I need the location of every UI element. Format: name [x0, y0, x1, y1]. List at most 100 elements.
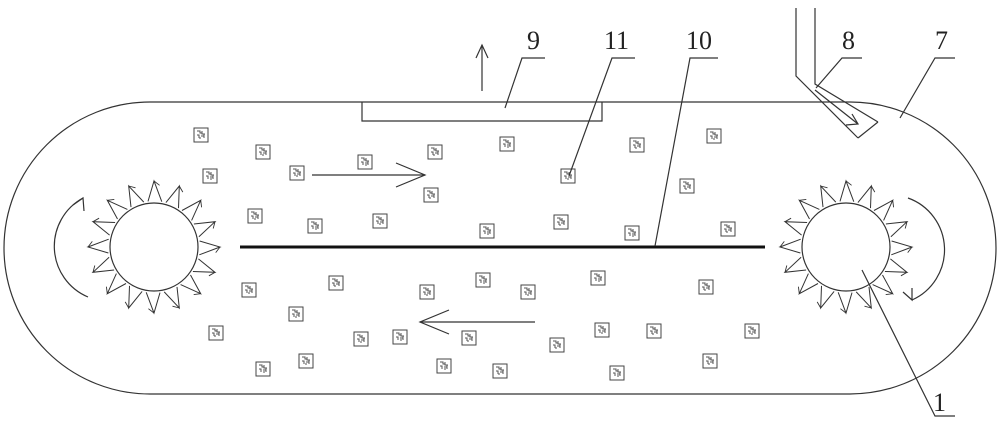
particle — [698, 279, 714, 295]
flow-arrow-right — [312, 162, 427, 188]
sprocket-tooth-hatch — [820, 185, 828, 189]
sprocket-tooth — [855, 286, 872, 310]
leader-7 — [899, 57, 955, 119]
sprocket-tooth-hatch — [148, 308, 155, 314]
sprocket-tooth-hatch — [92, 265, 96, 273]
particle — [492, 363, 508, 379]
particle — [298, 353, 314, 369]
sprocket-tooth — [193, 221, 217, 238]
particle — [706, 128, 722, 144]
vessel-outline — [3, 101, 997, 395]
sprocket-tooth — [128, 184, 145, 208]
sprocket-tooth-hatch — [904, 221, 908, 229]
sprocket-tooth-hatch — [92, 217, 100, 223]
leader-9 — [504, 57, 545, 109]
particle — [372, 213, 388, 229]
sprocket-tooth-hatch — [799, 198, 807, 201]
sprocket-tooth — [783, 256, 807, 273]
sprocket-tooth-hatch — [784, 217, 792, 223]
particle — [475, 272, 491, 288]
particle — [624, 225, 640, 241]
sprocket-tooth — [147, 179, 163, 202]
particle — [247, 208, 263, 224]
sprocket-tooth — [873, 199, 894, 221]
particle — [255, 361, 271, 377]
particle — [419, 284, 435, 300]
particle — [328, 275, 344, 291]
sprocket-tooth — [891, 240, 914, 256]
particle — [499, 136, 515, 152]
sprocket-tooth — [86, 238, 109, 254]
sprocket-tooth-hatch — [840, 308, 847, 314]
particle — [594, 322, 610, 338]
particle — [289, 165, 305, 181]
sprocket-tooth — [778, 238, 801, 254]
sprocket-tooth-hatch — [907, 246, 913, 253]
sprocket-tooth-hatch — [193, 293, 201, 296]
sprocket-tooth-hatch — [885, 293, 893, 296]
sprocket-tooth-hatch — [105, 286, 108, 294]
sprocket-tooth-hatch — [870, 185, 876, 193]
sprocket-tooth — [106, 199, 128, 220]
sprocket-tooth-hatch — [128, 185, 136, 189]
rotation-arrow-right — [902, 197, 946, 302]
particle — [241, 282, 257, 298]
rotation-arrow-left — [53, 196, 89, 298]
particle — [553, 214, 569, 230]
right-sprocket-roller — [778, 179, 914, 315]
particle — [744, 323, 760, 339]
sprocket-tooth — [180, 274, 202, 295]
sprocket-tooth — [798, 273, 819, 295]
sprocket-tooth-hatch — [212, 221, 216, 229]
label-8: 8 — [842, 26, 855, 55]
sprocket-tooth-hatch — [215, 246, 221, 253]
sprocket-tooth — [91, 256, 115, 273]
sprocket-tooth — [885, 221, 909, 238]
leader-11 — [568, 57, 635, 177]
particle — [202, 168, 218, 184]
sprocket-tooth — [181, 199, 202, 221]
leader-1 — [861, 269, 955, 417]
sprocket-tooth — [145, 292, 161, 315]
particle — [609, 365, 625, 381]
particle — [590, 270, 606, 286]
particle — [549, 337, 565, 353]
particle — [461, 330, 477, 346]
label-7: 7 — [935, 26, 948, 55]
sprocket-tooth-hatch — [200, 200, 203, 208]
sprocket-tooth — [798, 199, 820, 220]
sprocket-tooth — [163, 286, 180, 310]
particle — [392, 329, 408, 345]
leader-lines — [504, 57, 955, 417]
particle — [479, 223, 495, 239]
sprocket-tooth-hatch — [864, 305, 872, 309]
particle — [307, 218, 323, 234]
sprocket-tooth-hatch — [779, 241, 785, 248]
sprocket-tooth-hatch — [107, 198, 115, 201]
sprocket-tooth-hatch — [892, 200, 895, 208]
particle — [208, 325, 224, 341]
sprocket-tooth — [106, 273, 127, 295]
particle — [436, 358, 452, 374]
sprocket-tooth-hatch — [208, 271, 216, 277]
sprocket-tooth — [820, 184, 837, 208]
leader-8 — [815, 57, 862, 89]
particle — [255, 144, 271, 160]
particle — [720, 221, 736, 237]
sprocket-tooth — [872, 274, 894, 295]
feed-arrow — [814, 89, 860, 126]
outlet-box — [361, 102, 603, 122]
label-9: 9 — [527, 26, 540, 55]
sprocket-tooth-hatch — [172, 305, 180, 309]
label-10: 10 — [686, 26, 712, 55]
up-arrow — [475, 43, 489, 91]
particle — [702, 353, 718, 369]
sprocket-tooth-hatch — [900, 271, 908, 277]
left-sprocket-roller — [86, 179, 222, 315]
particle — [679, 178, 695, 194]
sprocket-tooth-hatch — [178, 185, 184, 193]
sprocket-tooth-hatch — [87, 241, 93, 248]
sprocket-tooth-hatch — [124, 301, 130, 309]
